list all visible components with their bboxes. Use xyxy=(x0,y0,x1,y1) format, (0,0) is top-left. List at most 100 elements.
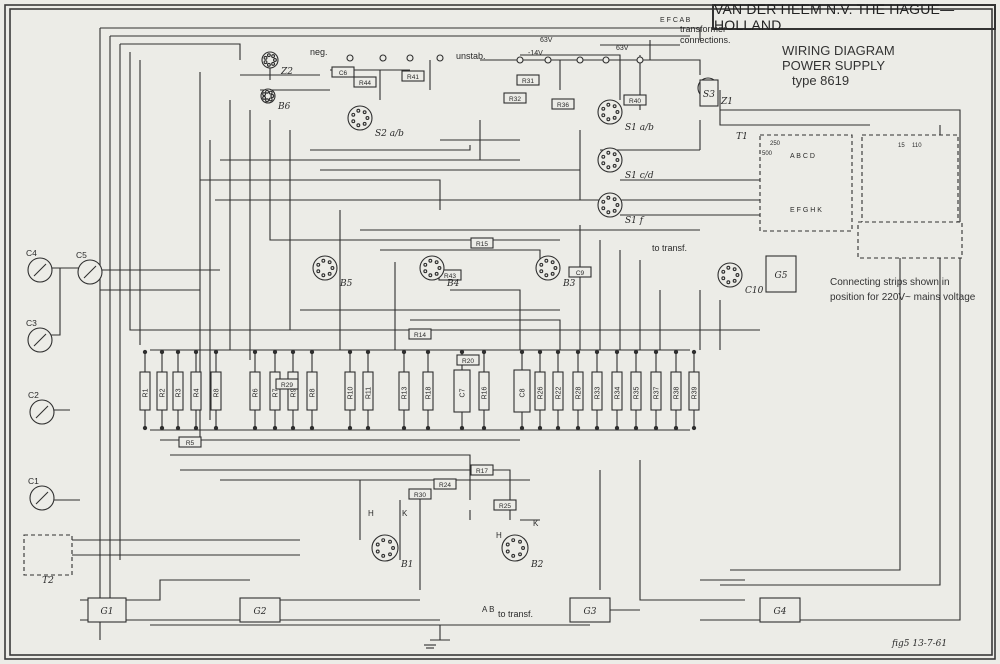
wire-0 xyxy=(100,27,701,40)
tube-pin-11-5 xyxy=(381,538,386,543)
left-cap-label-1: C5 xyxy=(76,250,87,260)
small-part-14 xyxy=(623,94,647,106)
resistor-body-20 xyxy=(611,371,623,411)
tube-pin-0-4 xyxy=(263,55,268,60)
terminal-3 xyxy=(436,54,444,62)
wire-30 xyxy=(170,454,471,500)
terminal-2 xyxy=(406,54,414,62)
node-top-16 xyxy=(537,349,543,355)
tube-pin-0-2 xyxy=(266,62,271,67)
tube-pin-2-5 xyxy=(356,108,361,113)
tube-pin-7-2 xyxy=(321,273,326,278)
tube-pin-2-6 xyxy=(362,110,367,115)
node-top-17 xyxy=(555,349,561,355)
tube-pin-9-0 xyxy=(553,266,558,270)
resistor-label-23: R38 xyxy=(674,386,681,399)
tube-pin-8-5 xyxy=(428,258,433,263)
wire-22 xyxy=(380,249,541,270)
transformer-connections-note: transformer connections. xyxy=(680,24,731,46)
resistor-label-8: R8 xyxy=(310,388,317,397)
tube-pin-0-3 xyxy=(263,60,268,65)
left-cap-mark-4 xyxy=(35,491,49,505)
node-bottom-14 xyxy=(481,425,487,431)
tube-pin-5-3 xyxy=(601,161,606,166)
left-cap-label-0: C4 xyxy=(26,248,37,258)
tube-pin-8-4 xyxy=(423,262,428,267)
volts-label-2: -14V xyxy=(528,50,543,57)
tube-label-8: B4 xyxy=(446,279,460,289)
tube-pin-10-2 xyxy=(726,280,731,285)
resistor-label-19: R33 xyxy=(595,386,602,399)
module-7 xyxy=(23,534,73,576)
tube-pin-2-4 xyxy=(351,112,356,117)
tube-pin-8-2 xyxy=(428,273,433,278)
tube-label-0: Z2 xyxy=(280,67,293,77)
wire-57 xyxy=(720,125,941,586)
resistor-body-14 xyxy=(478,371,490,411)
tube-label-1: B6 xyxy=(277,102,291,112)
terminal-label-abcd: A B C D xyxy=(790,153,815,160)
node-bottom-11 xyxy=(401,425,407,431)
tube-pin-10-6 xyxy=(732,267,737,272)
company-name: VAN DER HEEM N.V. THE HAGUE—HOLLAND xyxy=(714,1,955,33)
resistor-body-11 xyxy=(398,371,410,411)
transformer-block-right xyxy=(861,134,959,232)
small-part-label-9: R36 xyxy=(557,102,569,109)
node-top-22 xyxy=(653,349,659,355)
tube-pin-12-1 xyxy=(518,552,522,557)
tube-pin-6-2 xyxy=(606,210,611,215)
capacitor-body-13 xyxy=(453,369,471,413)
small-part-label-12: R32 xyxy=(509,96,521,103)
node-bottom-18 xyxy=(575,425,581,431)
pin-label-h1: H xyxy=(368,509,374,518)
tube-pin-10-3 xyxy=(721,276,726,281)
node-top-21 xyxy=(633,349,639,355)
resistor-body-22 xyxy=(650,371,662,411)
terminal-5 xyxy=(544,56,552,64)
connecting-strips-note: Connecting strips shown in position for … xyxy=(830,277,976,303)
tube-pin-2-3 xyxy=(351,119,356,124)
tap-label-15: 15 xyxy=(898,143,905,149)
resistor-label-15: C8 xyxy=(520,388,527,397)
resistor-body-0 xyxy=(139,371,151,411)
small-part-12 xyxy=(503,92,527,104)
resistor-label-20: R34 xyxy=(615,386,622,399)
resistor-body-17 xyxy=(552,371,564,411)
tube-pin-1-6 xyxy=(268,90,273,95)
node-bottom-23 xyxy=(673,425,679,431)
tube-pin-7-1 xyxy=(327,271,332,276)
small-part-10 xyxy=(353,76,377,88)
tube-pin-9-2 xyxy=(544,273,549,278)
small-part-label-1: R14 xyxy=(414,332,426,339)
resistor-label-3: R4 xyxy=(194,388,201,397)
tube-pin-10-4 xyxy=(721,269,726,274)
tube-pin-12-2 xyxy=(511,553,516,558)
node-top-15 xyxy=(519,349,525,355)
small-part-label-13: R30 xyxy=(414,492,426,499)
small-part-label-16: C9 xyxy=(576,270,585,277)
resistor-body-10 xyxy=(362,371,374,411)
small-part-label-11: R41 xyxy=(407,74,419,81)
node-bottom-15 xyxy=(519,425,525,431)
node-top-18 xyxy=(575,349,581,355)
node-bottom-7 xyxy=(290,425,296,431)
module-4 xyxy=(765,255,797,293)
node-bottom-5 xyxy=(252,425,258,431)
resistor-label-2: R3 xyxy=(176,388,183,397)
tube-pin-7-5 xyxy=(321,258,326,263)
tube-pin-1-5 xyxy=(265,89,269,94)
module-0 xyxy=(87,597,127,623)
tube-pin-9-4 xyxy=(539,262,544,267)
node-bottom-17 xyxy=(555,425,561,431)
small-part-4 xyxy=(456,354,480,366)
terminal-1 xyxy=(379,54,387,62)
tube-pin-4-1 xyxy=(612,115,617,120)
node-top-7 xyxy=(290,349,296,355)
node-bottom-13 xyxy=(459,425,465,431)
resistor-label-14: R16 xyxy=(482,386,489,399)
small-part-label-2: R15 xyxy=(476,241,488,248)
tube-pin-12-4 xyxy=(505,542,510,547)
node-bottom-6 xyxy=(272,425,278,431)
